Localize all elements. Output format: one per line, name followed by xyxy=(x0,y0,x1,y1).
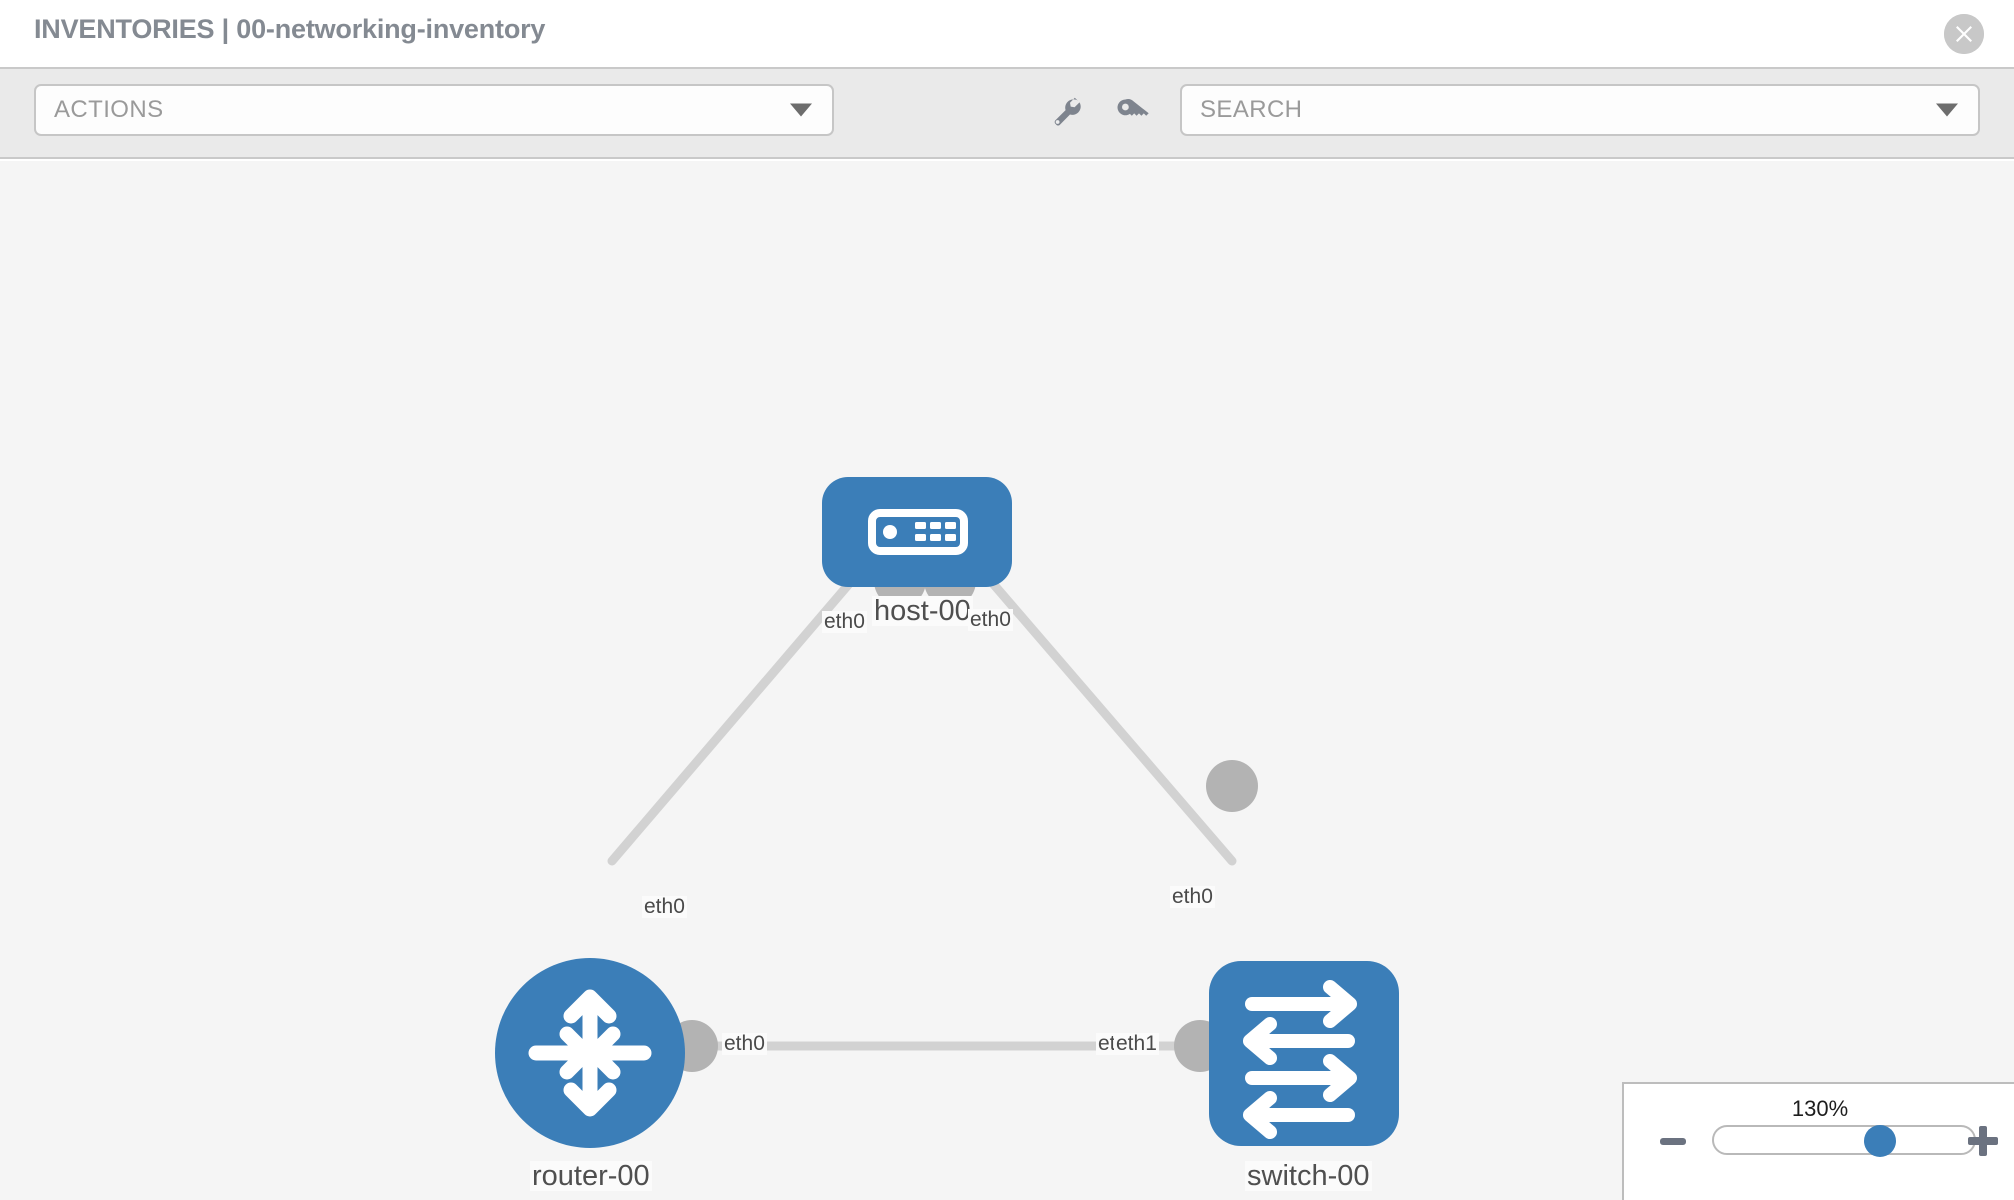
actions-dropdown-label: ACTIONS xyxy=(54,96,164,123)
zoom-level-label: 130% xyxy=(1791,1096,1849,1121)
node-host-00[interactable] xyxy=(822,477,1012,587)
zoom-control: 130% xyxy=(1622,1082,2014,1200)
node-switch-00[interactable] xyxy=(1209,961,1399,1146)
link-host-switch[interactable] xyxy=(947,531,1237,866)
topology-graph xyxy=(495,477,1399,1148)
page-title: INVENTORIES | 00-networking-inventory xyxy=(34,14,546,44)
chevron-down-icon xyxy=(1936,103,1958,117)
zoom-slider-track[interactable] xyxy=(1712,1125,1976,1155)
node-label-router-00: router-00 xyxy=(530,1160,652,1192)
port-label-router-right: eth0 xyxy=(722,1032,767,1056)
chevron-down-icon xyxy=(790,103,812,117)
close-icon[interactable] xyxy=(1944,14,1984,54)
port-label-router-up: eth0 xyxy=(642,895,687,919)
link-router-host[interactable] xyxy=(607,531,895,866)
zoom-in-button[interactable] xyxy=(1968,1126,1998,1156)
port-label-host-right: eth0 xyxy=(968,608,1013,632)
zoom-slider-thumb[interactable] xyxy=(1864,1125,1896,1157)
node-label-switch-00: switch-00 xyxy=(1245,1160,1372,1192)
zoom-out-button[interactable] xyxy=(1660,1138,1686,1145)
port-label-switch-up: eth0 xyxy=(1170,885,1215,909)
node-router-00[interactable] xyxy=(495,958,685,1148)
topology-canvas[interactable]: host-00 router-00 switch-00 eth0 eth0 et… xyxy=(0,161,2014,1200)
page-header: INVENTORIES | 00-networking-inventory xyxy=(0,0,2014,69)
wrench-icon[interactable] xyxy=(1046,92,1086,132)
actions-dropdown[interactable]: ACTIONS xyxy=(34,84,834,136)
search-dropdown[interactable]: SEARCH xyxy=(1180,84,1980,136)
port-switch-top[interactable] xyxy=(1206,760,1258,812)
search-input[interactable]: SEARCH xyxy=(1200,96,1303,123)
port-label-switch-left-b: eth1 xyxy=(1114,1032,1159,1056)
port-label-host-left: eth0 xyxy=(822,610,867,634)
node-label-host-00: host-00 xyxy=(872,595,973,627)
key-icon[interactable] xyxy=(1113,92,1153,132)
